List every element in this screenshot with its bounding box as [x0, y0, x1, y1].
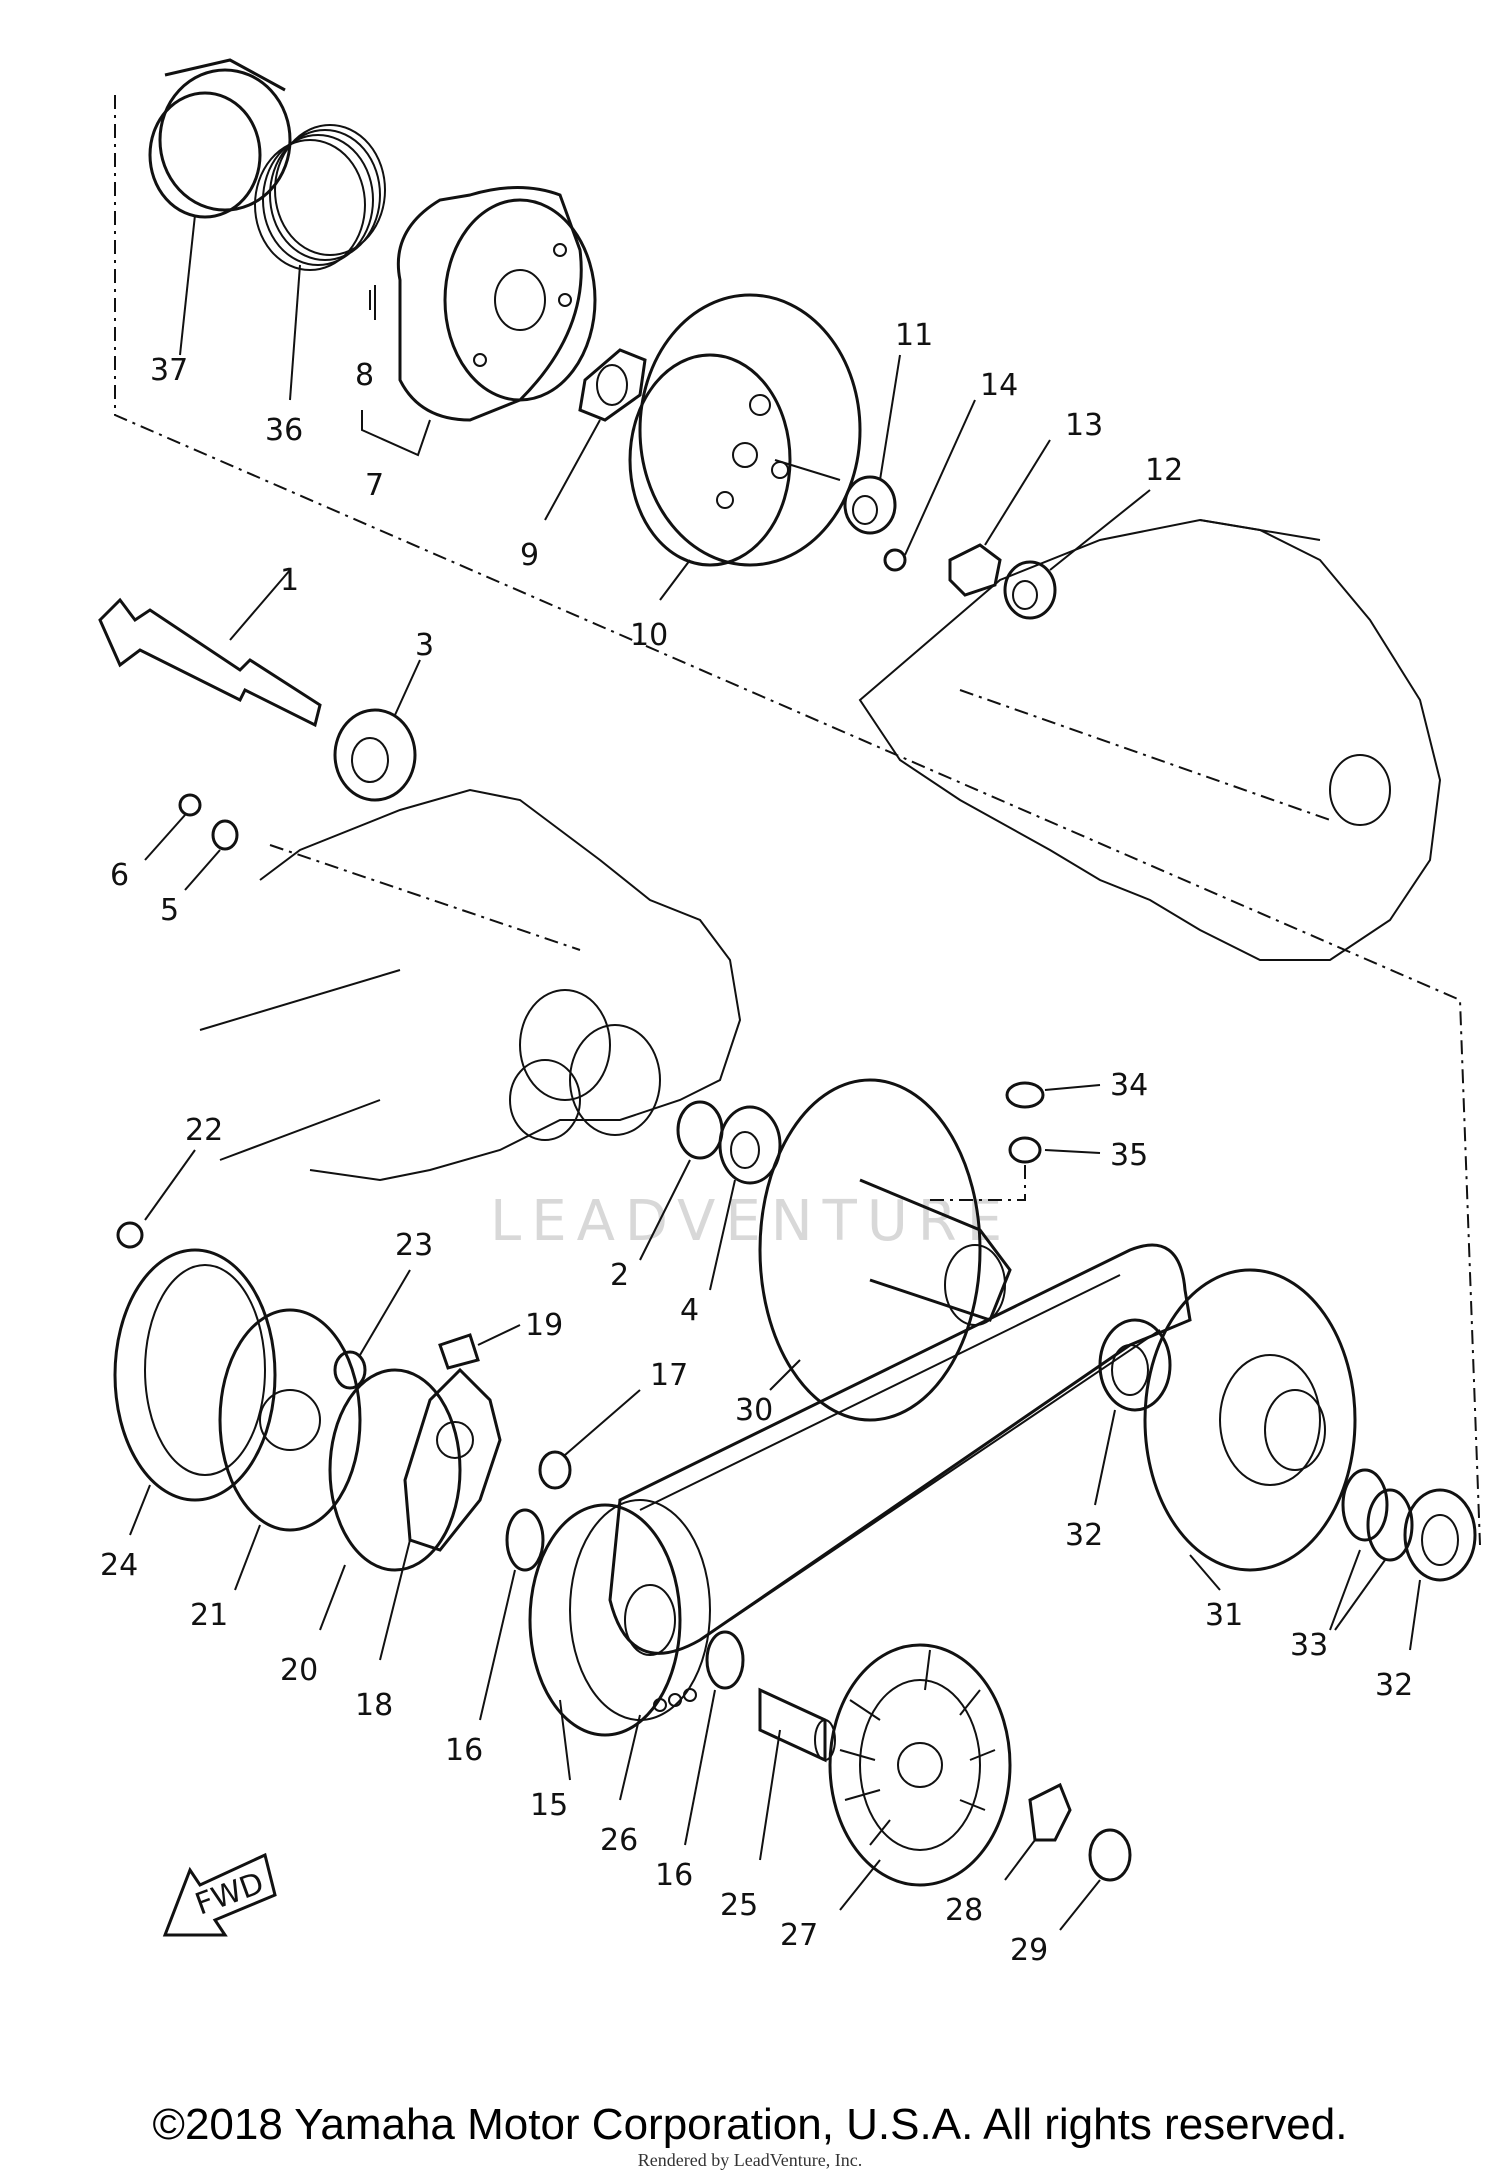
part-9-nut	[544, 348, 647, 521]
label-34: 34	[1110, 1068, 1148, 1103]
label-14: 14	[980, 368, 1018, 403]
fwd-arrow-icon: FWD	[162, 1852, 277, 1937]
part-24-cover	[113, 1248, 277, 1536]
part-17-roller	[538, 1389, 641, 1490]
label-15: 15	[530, 1788, 568, 1823]
label-6: 6	[110, 858, 129, 893]
part-4-seal	[709, 1105, 782, 1291]
part-34-screw	[1005, 1081, 1101, 1109]
part-22-screw	[116, 1149, 196, 1249]
part-5-washer	[184, 819, 239, 891]
label-10: 10	[630, 618, 668, 653]
part-32-collar-lower	[1403, 1488, 1477, 1651]
part-18-cam	[379, 1367, 502, 1661]
part-23-weight	[333, 1269, 411, 1390]
part-11-nut	[843, 354, 901, 535]
label-16-upper: 16	[445, 1733, 483, 1768]
part-31-sheave	[1143, 1268, 1357, 1591]
label-35: 35	[1110, 1138, 1148, 1173]
label-32-lower: 32	[1375, 1668, 1413, 1703]
label-19: 19	[525, 1308, 563, 1343]
part-35-washer	[930, 1136, 1101, 1201]
label-4: 4	[680, 1293, 699, 1328]
label-26: 26	[600, 1823, 638, 1858]
label-28: 28	[945, 1893, 983, 1928]
part-16-collar-lower	[684, 1630, 745, 1846]
part-10-clutch-drum	[628, 293, 862, 601]
label-32-upper: 32	[1065, 1518, 1103, 1553]
part-32-collar-upper	[1094, 1318, 1172, 1506]
part-3-bearing	[333, 659, 421, 802]
label-13: 13	[1065, 408, 1103, 443]
label-29: 29	[1010, 1933, 1048, 1968]
part-7-clutch-carrier	[361, 186, 597, 457]
part-labels: 37 36 8 7 9 10 11 14 13 12 1 3 6 5 34 35…	[100, 318, 1413, 1968]
v-belt	[608, 1243, 1192, 1655]
part-28-plate	[1004, 1782, 1072, 1881]
label-30: 30	[735, 1393, 773, 1428]
part-29-nut	[1059, 1828, 1132, 1931]
part-25-sleeve	[758, 1687, 836, 1861]
label-37: 37	[150, 353, 188, 388]
part-20-ring	[319, 1368, 462, 1631]
part-26-weight-rollers	[619, 1688, 697, 1801]
part-30-sheave	[758, 1078, 1012, 1422]
label-7: 7	[365, 468, 384, 503]
part-15-sheave	[528, 1499, 711, 1781]
part-21-plate	[218, 1308, 362, 1591]
label-5: 5	[160, 893, 179, 928]
label-9: 9	[520, 538, 539, 573]
label-23: 23	[395, 1228, 433, 1263]
label-2: 2	[610, 1258, 629, 1293]
part-13-plate	[948, 439, 1051, 597]
label-36: 36	[265, 413, 303, 448]
part-14-screw	[883, 399, 976, 572]
label-8: 8	[355, 358, 374, 393]
part-12-collar	[1003, 489, 1151, 620]
part-16-collar-upper	[479, 1508, 545, 1721]
label-11: 11	[895, 318, 933, 353]
watermark-text: LEADVENTURE	[490, 1189, 1012, 1254]
label-33: 33	[1290, 1628, 1328, 1663]
crankcase-cover	[858, 518, 1442, 961]
part-6-screw	[144, 793, 202, 861]
part-1-shaft	[98, 569, 322, 728]
part-27-fan-sheave	[828, 1643, 1012, 1911]
assembly-frame	[114, 95, 1481, 1546]
render-note: Rendered by LeadVenture, Inc.	[637, 2150, 863, 2170]
label-20: 20	[280, 1653, 318, 1688]
crankcase	[199, 788, 742, 1182]
part-19-slider	[438, 1324, 521, 1370]
copyright-notice: ©2018 Yamaha Motor Corporation, U.S.A. A…	[152, 2100, 1348, 2149]
label-16-lower: 16	[655, 1858, 693, 1893]
label-18: 18	[355, 1688, 393, 1723]
label-1: 1	[280, 563, 299, 598]
label-12: 12	[1145, 453, 1183, 488]
label-24: 24	[100, 1548, 138, 1583]
label-27: 27	[780, 1918, 818, 1953]
label-3: 3	[415, 628, 434, 663]
part-36-spring	[254, 124, 386, 401]
part-37-cup	[148, 58, 292, 356]
label-31: 31	[1205, 1598, 1243, 1633]
part-33-shims	[1329, 1468, 1414, 1631]
label-22: 22	[185, 1113, 223, 1148]
label-21: 21	[190, 1598, 228, 1633]
label-25: 25	[720, 1888, 758, 1923]
label-17: 17	[650, 1358, 688, 1393]
